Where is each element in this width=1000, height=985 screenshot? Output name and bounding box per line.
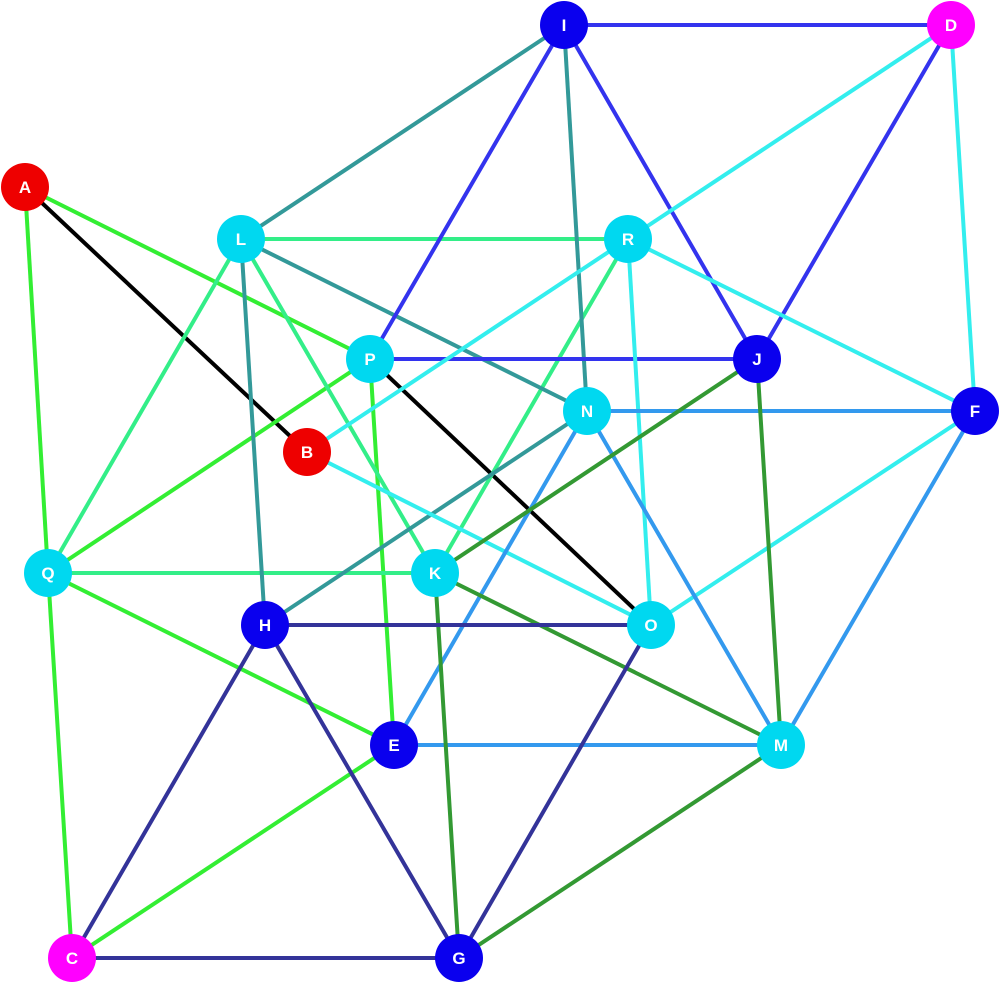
edge-f-o [649,409,977,627]
node-n[interactable]: N [563,387,611,435]
node-p[interactable]: P [346,335,394,383]
node-label: E [388,736,399,755]
node-label: K [429,564,442,583]
edge-k-m [434,571,782,747]
node-b[interactable]: B [283,428,331,476]
edge-l-q [46,237,243,575]
node-f[interactable]: F [951,387,999,435]
node-q[interactable]: Q [24,549,72,597]
edge-k-g [433,572,461,959]
edge-i-n [562,24,589,412]
edge-d-r [626,23,953,241]
edge-p-e [368,358,396,746]
node-i[interactable]: I [540,1,588,49]
edge-n-e [392,409,589,747]
edge-l-h [239,238,267,626]
node-label: N [581,402,593,421]
node-circle [604,215,652,263]
node-circle [627,601,675,649]
node-e[interactable]: E [370,721,418,769]
edge-l-k [239,237,437,575]
node-circle [540,1,588,49]
node-c[interactable]: C [48,934,96,982]
node-m[interactable]: M [757,721,805,769]
node-label: M [774,736,788,755]
edge-i-p [368,23,566,361]
node-circle [241,601,289,649]
edge-a-b [23,185,309,454]
edge-a-q [23,186,50,574]
node-g[interactable]: G [435,934,483,982]
edge-r-f [627,237,976,413]
edge-f-m [779,409,977,747]
edge-j-m [755,358,783,746]
edge-p-o [368,357,653,627]
node-label: J [752,350,761,369]
node-r[interactable]: R [604,215,652,263]
edge-n-m [585,409,783,747]
node-circle [757,721,805,769]
edge-a-p [24,185,371,361]
node-circle [411,549,459,597]
edge-j-k [433,357,759,575]
edge-r-b [305,237,630,454]
node-label: D [945,16,957,35]
node-label: Q [41,564,54,583]
edge-layer [23,23,977,960]
edge-r-k [433,237,630,575]
edge-q-c [46,572,74,959]
edge-l-n [240,237,588,413]
edge-d-f [949,24,977,412]
edge-r-o [626,238,653,626]
edge-n-h [263,409,589,627]
node-label: L [236,230,246,249]
node-label: H [259,616,271,635]
node-l[interactable]: L [217,215,265,263]
node-circle [951,387,999,435]
node-circle [283,428,331,476]
node-label: A [19,178,31,197]
node-label: P [364,350,375,369]
node-circle [48,934,96,982]
edge-e-c [70,743,396,960]
node-h[interactable]: H [241,601,289,649]
node-circle [370,721,418,769]
node-circle [1,163,49,211]
node-j[interactable]: J [733,335,781,383]
edge-d-j [755,23,953,361]
edge-q-e [47,571,395,747]
node-k[interactable]: K [411,549,459,597]
edge-m-g [457,743,783,960]
edge-h-c [70,623,267,960]
node-label: I [562,16,567,35]
node-label: B [301,443,313,462]
node-d[interactable]: D [927,1,975,49]
node-circle [346,335,394,383]
node-label: R [622,230,634,249]
edge-i-l [239,23,566,241]
edge-h-g [263,623,461,960]
node-circle [217,215,265,263]
node-label: F [970,402,980,421]
node-circle [927,1,975,49]
node-label: G [452,949,465,968]
node-circle [563,387,611,435]
edge-b-o [306,450,652,627]
node-label: C [66,949,78,968]
node-circle [435,934,483,982]
node-circle [24,549,72,597]
node-o[interactable]: O [627,601,675,649]
edge-i-j [562,23,759,361]
node-a[interactable]: A [1,163,49,211]
edge-p-q [46,357,372,575]
node-circle [733,335,781,383]
edge-o-g [457,624,653,959]
node-label: O [644,616,657,635]
